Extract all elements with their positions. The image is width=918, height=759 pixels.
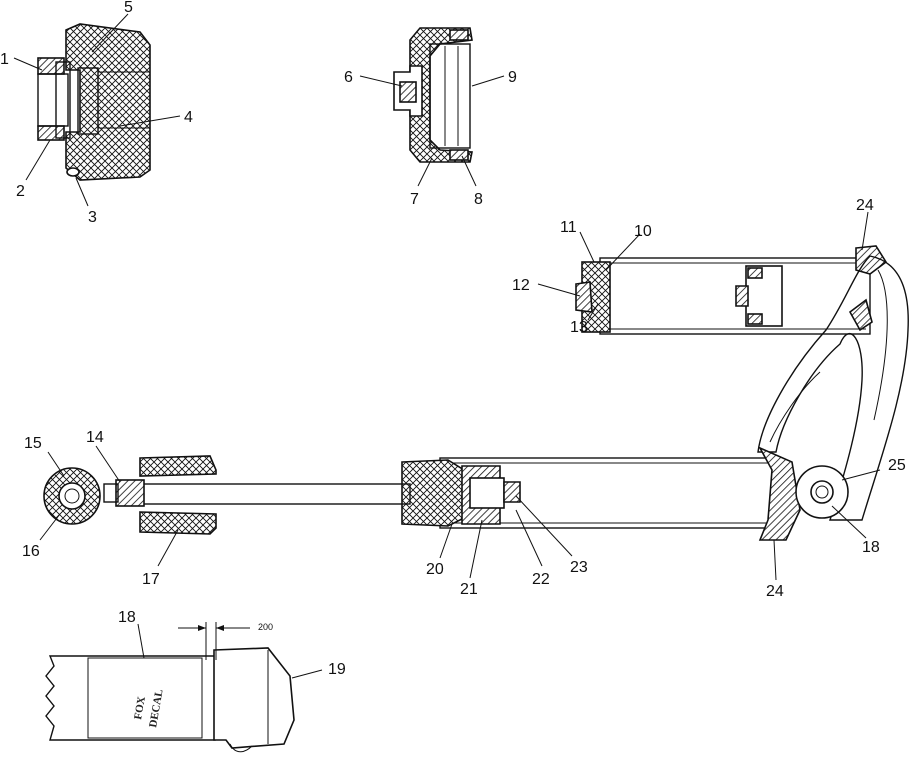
callout-21: 21 <box>460 581 478 598</box>
callout-16: 16 <box>22 543 40 560</box>
callout-3: 3 <box>88 209 97 226</box>
reservoir-cylinder <box>575 245 888 335</box>
callout-1: 1 <box>0 51 9 68</box>
callout-6: 6 <box>344 69 353 86</box>
callout-25: 25 <box>888 457 906 474</box>
callout-18-detail: 18 <box>118 609 136 626</box>
dimension-label: 200 <box>258 622 273 632</box>
decal-detail: FOX DECAL <box>45 647 295 753</box>
callout-2: 2 <box>16 183 25 200</box>
callout-17: 17 <box>142 571 160 588</box>
callout-8: 8 <box>474 191 483 208</box>
shock-body <box>401 446 849 541</box>
decal-label-fox: FOX <box>132 696 148 721</box>
bushing-assembly <box>37 23 151 181</box>
callout-15: 15 <box>24 435 42 452</box>
callout-10: 10 <box>634 223 652 240</box>
decal-label-decal: DECAL <box>147 689 166 729</box>
callout-24-top: 24 <box>856 197 874 214</box>
reservoir-cap-assembly <box>393 27 473 163</box>
callout-9: 9 <box>508 69 517 86</box>
connecting-hose <box>757 255 909 521</box>
callout-18: 18 <box>862 539 880 556</box>
callout-14: 14 <box>86 429 104 446</box>
callout-22: 22 <box>532 571 550 588</box>
callout-7: 7 <box>410 191 419 208</box>
callout-4: 4 <box>184 109 193 126</box>
callout-13: 13 <box>570 319 588 336</box>
callout-labels: 1 2 3 4 5 6 7 8 9 10 11 12 13 14 15 16 1… <box>0 0 906 678</box>
callout-24-bottom: 24 <box>766 583 784 600</box>
callout-11: 11 <box>560 219 577 236</box>
leader-lines <box>13 13 881 679</box>
shaft-assembly <box>43 455 411 535</box>
callout-19: 19 <box>328 661 346 678</box>
callout-20: 20 <box>426 561 444 578</box>
callout-5: 5 <box>124 0 133 16</box>
dimension-marker: 200 <box>178 622 273 660</box>
callout-12: 12 <box>512 277 530 294</box>
callout-23: 23 <box>570 559 588 576</box>
